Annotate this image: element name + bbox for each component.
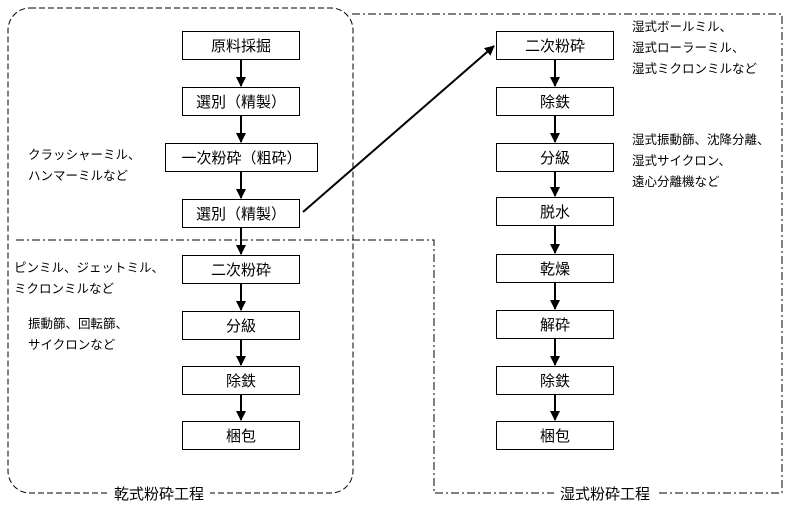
wet-step-dehydration: 脱水 [496, 197, 614, 226]
note-line: ハンマーミルなど [28, 168, 129, 183]
dry-step-raw-material-mining: 原料採掘 [182, 31, 300, 60]
dry-step-packing: 梱包 [182, 421, 300, 450]
dry-to-wet-connector-arrow [302, 45, 495, 213]
note-line: 湿式振動篩、沈降分離、 [632, 132, 770, 147]
wet-step-classification: 分級 [496, 143, 614, 172]
note-line: クラッシャーミル、 [28, 147, 141, 162]
wet-note-secondary-grinding-equipment: 湿式ボールミル、 湿式ローラーミル、 湿式ミクロンミルなど [632, 16, 757, 79]
dry-process-label: 乾式粉砕工程 [108, 483, 211, 504]
wet-process-region [14, 13, 783, 494]
note-line: サイクロンなど [28, 337, 116, 352]
note-line: 遠心分離機など [632, 174, 720, 189]
dry-step-selection-1: 選別（精製） [182, 87, 300, 116]
note-line: 湿式ボールミル、 [632, 19, 733, 34]
dry-note-secondary-grinding-equipment: ピンミル、ジェットミル、 ミクロンミルなど [14, 257, 164, 299]
dry-step-primary-grinding: 一次粉砕（粗砕） [165, 143, 318, 172]
wet-step-drying: 乾燥 [496, 254, 614, 283]
dry-step-classification: 分級 [182, 311, 300, 340]
wet-step-secondary-grinding: 二次粉砕 [496, 31, 614, 60]
note-line: 湿式サイクロン、 [632, 153, 732, 168]
wet-step-iron-removal-2: 除鉄 [496, 366, 614, 395]
dry-step-iron-removal: 除鉄 [182, 366, 300, 395]
wet-step-iron-removal-1: 除鉄 [496, 87, 614, 116]
note-line: ピンミル、ジェットミル、 [14, 260, 165, 275]
note-line: 湿式ミクロンミルなど [632, 61, 758, 76]
note-line: 湿式ローラーミル、 [632, 40, 745, 55]
dry-step-secondary-grinding: 二次粉砕 [182, 255, 300, 284]
wet-note-classification-equipment: 湿式振動篩、沈降分離、 湿式サイクロン、 遠心分離機など [632, 129, 770, 192]
wet-process-label: 湿式粉砕工程 [554, 483, 657, 504]
dry-note-classification-equipment: 振動篩、回転篩、 サイクロンなど [28, 313, 128, 355]
dry-step-selection-2: 選別（精製） [182, 199, 300, 228]
note-line: ミクロンミルなど [14, 281, 115, 296]
wet-step-packing: 梱包 [496, 421, 614, 450]
note-line: 振動篩、回転篩、 [28, 316, 129, 331]
wet-step-crushing: 解砕 [496, 310, 614, 339]
dry-note-primary-grinding-equipment: クラッシャーミル、 ハンマーミルなど [28, 144, 141, 186]
dry-process-region [7, 7, 354, 494]
